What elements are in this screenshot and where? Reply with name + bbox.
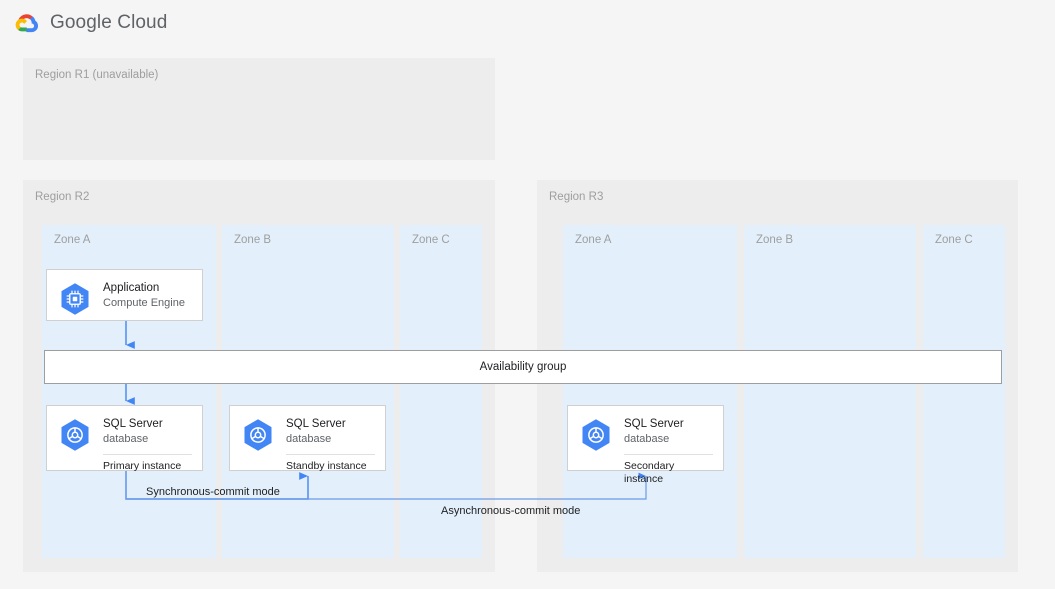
- edge-label-synchronous-commit: Synchronous-commit mode: [146, 486, 280, 498]
- node-db-standby-footer: Standby instance: [286, 459, 367, 472]
- zone-r2-c-label: Zone C: [412, 234, 450, 246]
- zone-r3-c: Zone C: [923, 225, 1005, 558]
- zone-r2-b-label: Zone B: [234, 234, 272, 246]
- availability-group-bar[interactable]: Availability group: [44, 350, 1002, 384]
- zone-r3-a-label: Zone A: [575, 234, 612, 246]
- node-application-title: Application: [103, 282, 160, 294]
- node-db-standby-divider: [286, 453, 375, 455]
- node-db-primary-divider: [103, 453, 192, 455]
- zone-r3-b: Zone B: [744, 225, 916, 558]
- sql-server-database-icon: [582, 419, 610, 451]
- node-db-primary-footer: Primary instance: [103, 459, 182, 472]
- app-header: Google Cloud: [0, 0, 1055, 46]
- zone-r3-b-label: Zone B: [756, 234, 794, 246]
- region-r2-label: Region R2: [35, 191, 90, 203]
- node-db-secondary-footer: Secondary instance: [624, 459, 675, 486]
- region-r1-container: Region R1 (unavailable): [23, 58, 495, 160]
- node-db-standby-text: SQL Server database Standby instance: [286, 415, 375, 473]
- zone-r2-c: Zone C: [400, 225, 482, 558]
- node-db-standby[interactable]: SQL Server database Standby instance: [229, 405, 386, 473]
- zone-r2-b: Zone B: [222, 225, 394, 558]
- sql-server-database-icon: [61, 419, 89, 451]
- region-r3-label: Region R3: [549, 191, 604, 203]
- node-db-primary[interactable]: SQL Server database Primary instance: [46, 405, 203, 473]
- node-application[interactable]: Application Compute Engine: [46, 269, 203, 321]
- sql-server-database-icon: [244, 419, 272, 451]
- node-db-secondary[interactable]: SQL Server database Secondary instance: [567, 405, 724, 485]
- node-db-secondary-divider: [624, 453, 713, 455]
- node-db-primary-text: SQL Server database Primary instance: [103, 415, 192, 473]
- node-db-standby-subtitle: database: [286, 433, 332, 446]
- node-db-primary-subtitle: database: [103, 433, 149, 446]
- compute-engine-icon: [61, 283, 89, 315]
- node-application-text: Application Compute Engine: [103, 279, 192, 311]
- node-db-secondary-title: SQL Server: [624, 418, 684, 430]
- node-db-primary-title: SQL Server: [103, 418, 163, 430]
- node-db-secondary-text: SQL Server database Secondary instance: [624, 415, 713, 487]
- region-r1-label: Region R1 (unavailable): [35, 69, 159, 81]
- app-title: Google Cloud: [50, 12, 168, 33]
- zone-r2-a-label: Zone A: [54, 234, 91, 246]
- node-db-secondary-subtitle: database: [624, 433, 670, 446]
- availability-group-label: Availability group: [479, 361, 567, 373]
- edge-label-asynchronous-commit: Asynchronous-commit mode: [441, 505, 581, 517]
- zone-r3-a: Zone A: [563, 225, 737, 558]
- google-cloud-logo-icon: [15, 14, 39, 33]
- node-application-subtitle: Compute Engine: [103, 297, 185, 310]
- zone-r3-c-label: Zone C: [935, 234, 973, 246]
- node-db-standby-title: SQL Server: [286, 418, 346, 430]
